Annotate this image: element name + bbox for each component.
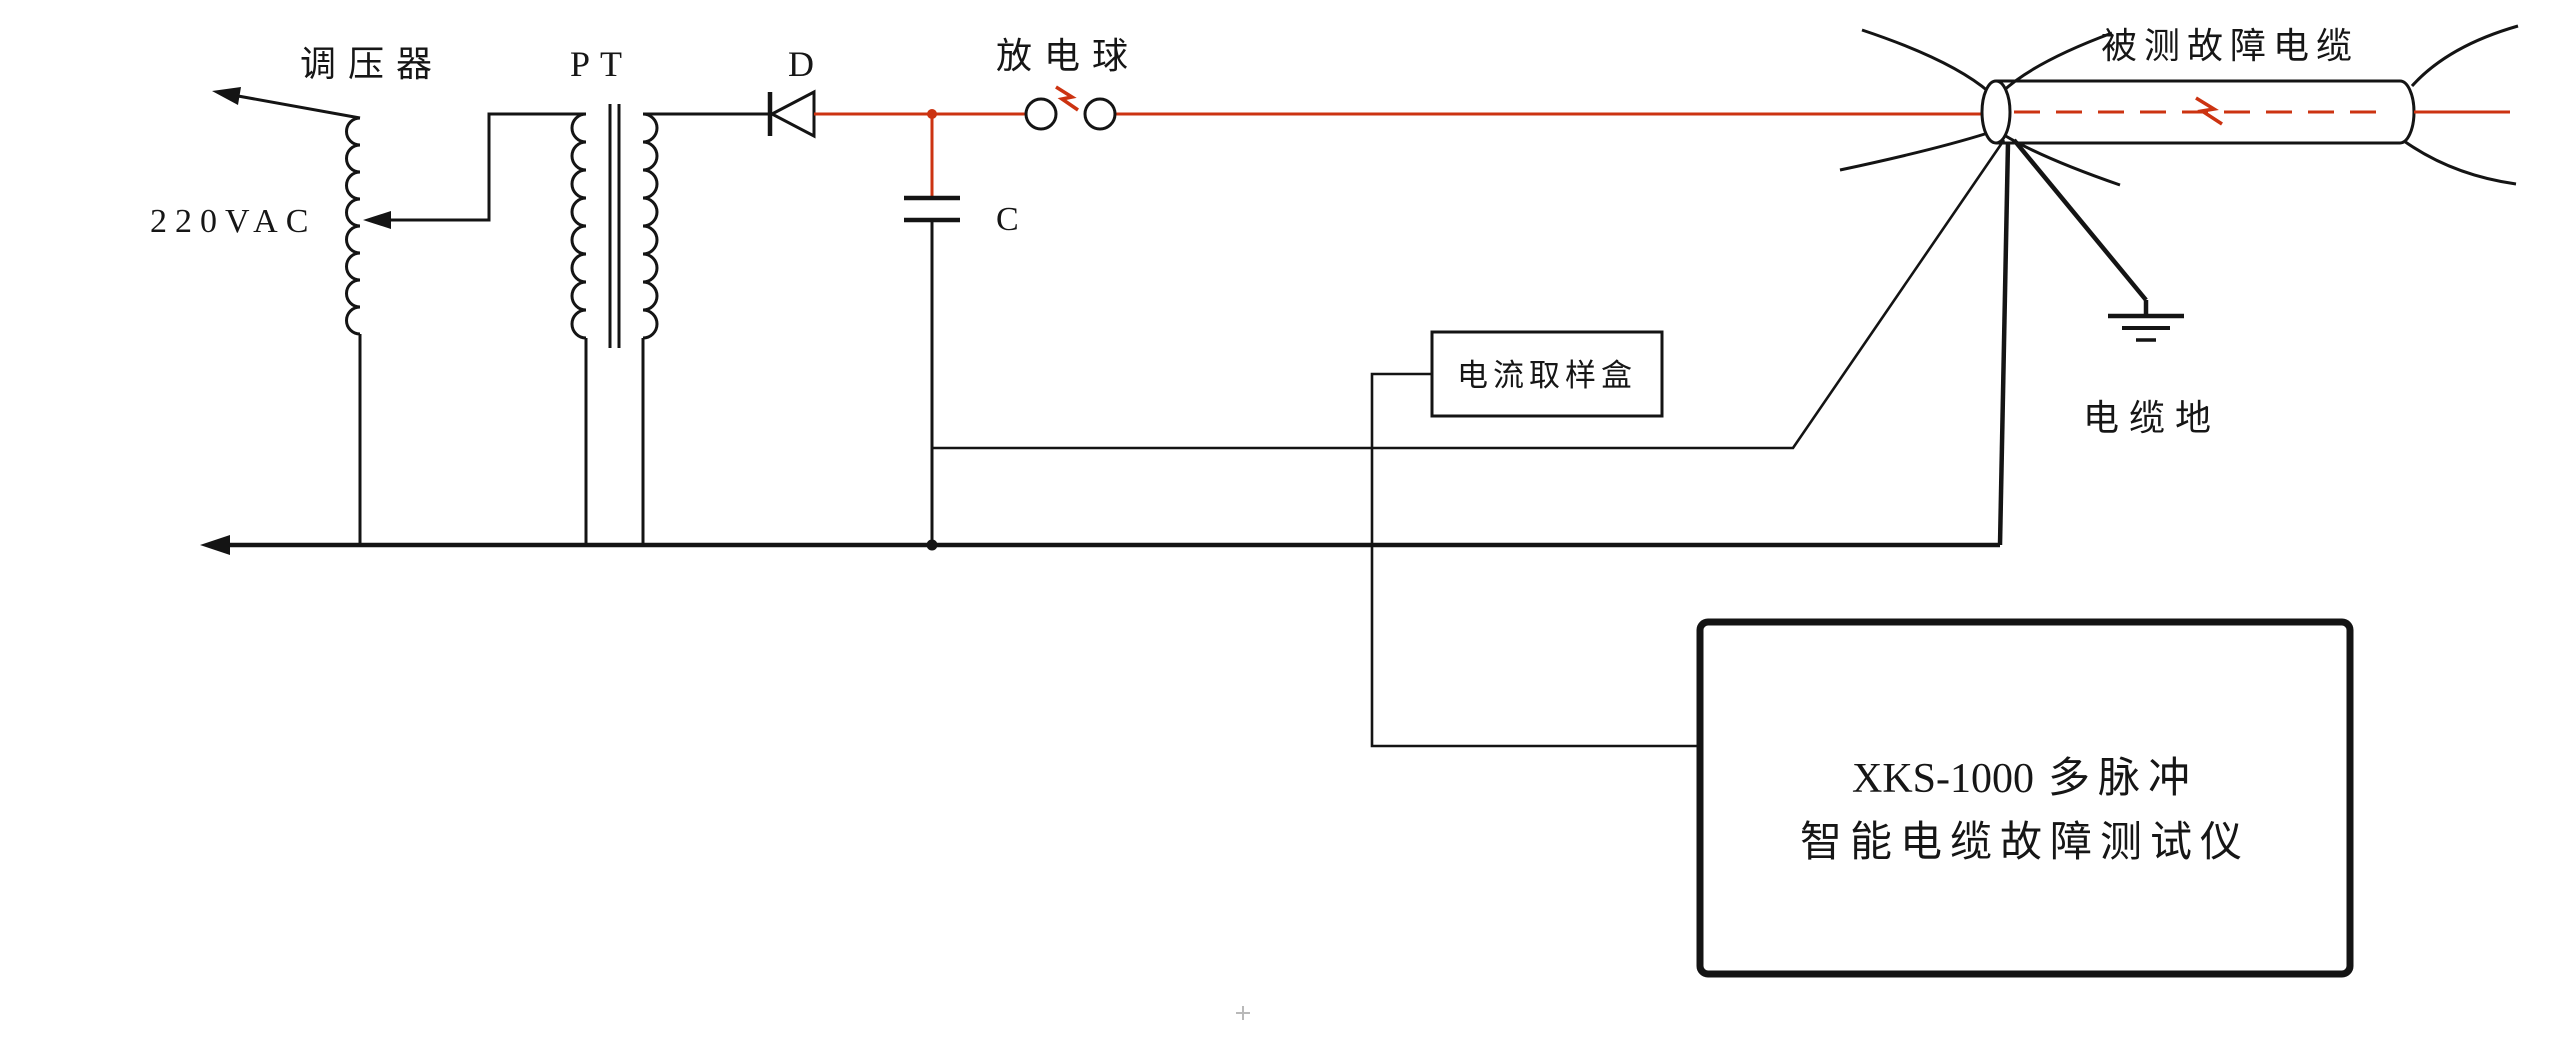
tester-suffix-text: 多脉冲 [2048,756,2198,802]
hv-bus [814,109,1982,119]
tester-box-outline [1696,618,2354,978]
return-bus [200,141,2011,555]
cable-under-test [1839,24,2519,187]
sheath-flare-icon [1839,131,1989,172]
cable-left-cap [1980,79,2012,145]
current-sampling-box-label: 电流取样盒 [1457,358,1637,393]
diode [767,89,816,139]
sampling-box-output-wire [1370,372,1700,748]
cable-under-test-label: 被测故障电缆 [2101,26,2359,66]
sheath-flare-icon [2000,31,2113,94]
current-sampling-box [1370,330,1700,748]
wiper-arrow-icon [363,211,391,229]
transformer-label: PT [570,44,632,84]
regulator-label: 调压器 [300,44,444,84]
fault-spark-icon [2195,96,2223,126]
discharge-ball-left [1024,97,1058,131]
input-top-wire [237,94,361,120]
bus-arrow-icon [200,535,230,555]
pt-secondary-coil-icon [642,112,659,340]
spark-icon [1055,85,1079,112]
discharge-gap [1024,85,1117,131]
tester-model-text: XKS-1000 [1852,756,2034,802]
capacitor [904,114,960,551]
wiper-wire [388,112,586,222]
sampling-box-outline [1430,330,1664,418]
voltage-regulator [212,87,586,545]
capacitor-label: C [996,201,1019,238]
discharge-balls-label: 放电球 [996,36,1140,76]
transformer-pt [570,104,770,545]
bus-junction-dot [926,539,938,551]
sheath-flare-icon [2403,139,2517,186]
stray-mark [1236,1006,1250,1020]
diode-triangle-icon [768,89,816,139]
sampling-return-wire [932,139,2006,450]
cable-ground [2012,138,2184,342]
ground-wire [2012,138,2148,302]
regulator-coil-icon [345,116,361,336]
sampling-path [932,139,2006,450]
cable-to-bus-wire [1997,141,2011,546]
tester-box: XKS-1000 多脉冲 智能电缆故障测试仪 [1696,618,2354,978]
pt-primary-coil-icon [570,112,587,340]
tester-label-line1: XKS-1000 多脉冲 [1852,756,2198,802]
sheath-flare-icon [1861,28,1990,94]
cable-ground-label: 电缆地 [2083,398,2221,438]
sheath-flare-icon [2003,133,2121,187]
sheath-flare-icon [2410,24,2519,88]
input-voltage-label: 220VAC [150,203,316,240]
input-top-arrow-icon [212,87,241,105]
tester-label-line2: 智能电缆故障测试仪 [1800,820,2250,866]
diode-label: D [788,44,814,84]
discharge-ball-right [1083,97,1117,131]
cable-right-cap [2399,79,2416,145]
